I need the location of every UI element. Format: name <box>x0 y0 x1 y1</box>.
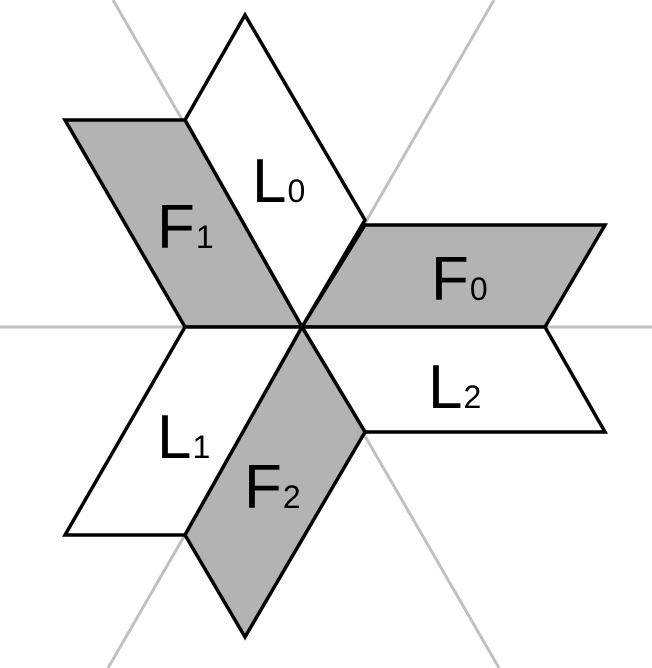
label-f1-letter: F <box>157 193 195 262</box>
label-f0-letter: F <box>431 245 469 314</box>
piece-labels: L0 F1 F0 L2 L1 F2 <box>157 147 488 522</box>
label-l1: L1 <box>157 403 210 472</box>
label-l0-index: 0 <box>287 173 305 209</box>
label-f2-letter: F <box>244 453 282 522</box>
label-f2-index: 2 <box>283 479 301 515</box>
label-f1-index: 1 <box>196 219 214 255</box>
rhombus-pieces <box>61 11 609 641</box>
label-l2-letter: L <box>428 353 462 422</box>
label-l1-letter: L <box>157 403 191 472</box>
rhombus-f2 <box>182 323 368 641</box>
label-f0: F0 <box>431 245 488 314</box>
label-f0-index: 0 <box>470 271 488 307</box>
label-f1: F1 <box>157 193 214 262</box>
label-f2: F2 <box>244 453 301 522</box>
label-l2: L2 <box>428 353 481 422</box>
label-l0-letter: L <box>252 147 286 216</box>
label-l2-index: 2 <box>463 379 481 415</box>
label-l0: L0 <box>252 147 305 216</box>
label-l1-index: 1 <box>192 429 210 465</box>
